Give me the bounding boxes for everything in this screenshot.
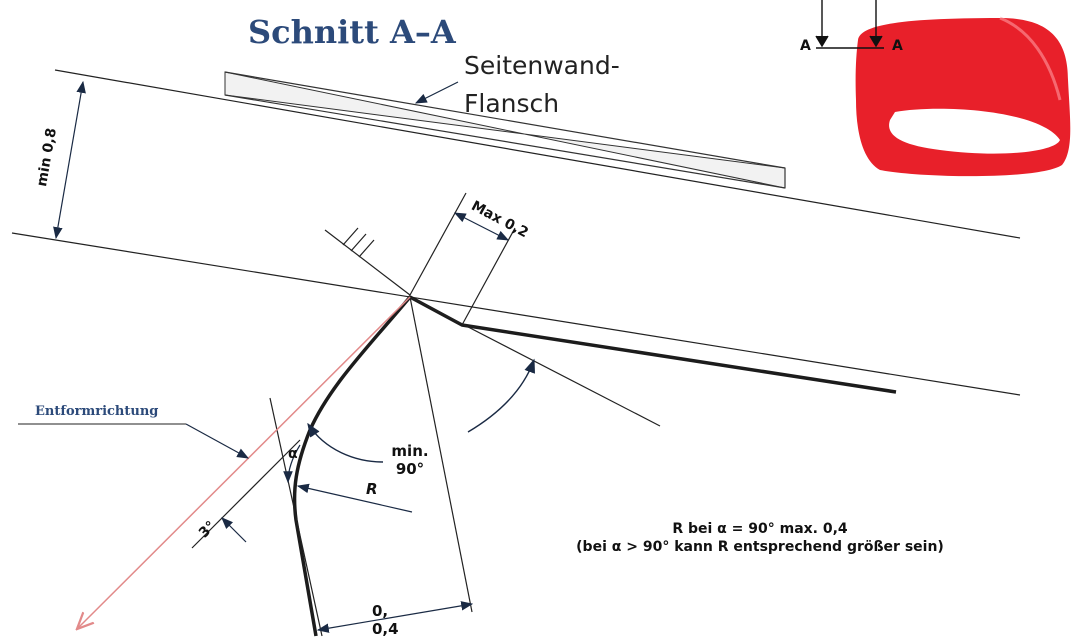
section-marker-right: A <box>892 38 903 54</box>
radius-label: R <box>366 480 378 498</box>
demold-direction-label: Entformrichtung <box>35 404 159 419</box>
radius-note: R bei α = 90° max. 0,4 (bei α > 90° kann… <box>576 521 944 555</box>
inset-part <box>855 16 1071 177</box>
draft-line <box>191 439 301 549</box>
vertical-ref-line <box>409 296 473 613</box>
demold-leader <box>185 423 250 459</box>
angle-arc-min90 <box>307 422 384 463</box>
tangent-line <box>409 296 661 427</box>
dimension-thickness <box>53 80 86 240</box>
flange-label: Seitenwand-Flansch <box>464 51 620 118</box>
draft-arrow <box>221 517 247 543</box>
wall-line-lower <box>11 232 1021 396</box>
angle-arc-alpha <box>283 444 301 484</box>
gap-ref-line-1 <box>409 192 467 296</box>
offset-label-a: 0, <box>372 602 389 620</box>
gap-ref-line-2 <box>461 227 516 326</box>
flange-plate <box>224 71 786 189</box>
wall-ref-line <box>269 397 323 637</box>
offset-label-b: 0,4 <box>372 620 399 638</box>
section-title: Schnitt A–A <box>248 13 456 51</box>
section-marker-left: A <box>800 38 811 54</box>
part-contour <box>292 295 897 637</box>
radius-leader <box>296 483 413 513</box>
section-cut-indicator <box>815 0 884 49</box>
dimension-offset <box>316 601 474 633</box>
wall-line-upper <box>54 69 1021 239</box>
alpha-label: α <box>288 446 298 462</box>
demold-direction-line <box>78 296 411 628</box>
min-angle-label: min. 90° <box>391 442 429 478</box>
flange-leader <box>414 81 459 104</box>
angle-arc-right <box>467 358 535 433</box>
dimension-gap <box>453 212 510 241</box>
surface-symbol <box>324 227 411 296</box>
